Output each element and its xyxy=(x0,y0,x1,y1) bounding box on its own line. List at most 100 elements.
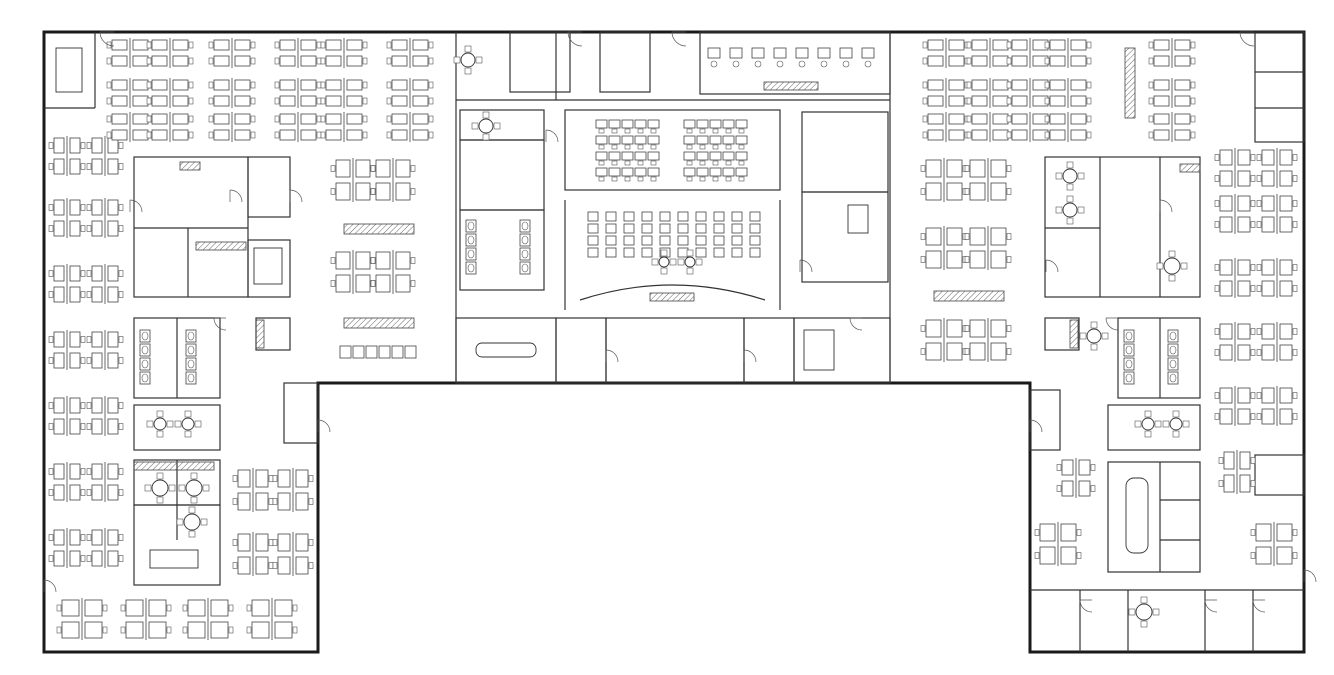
round-table xyxy=(471,111,501,141)
chair-icon xyxy=(1044,97,1050,105)
chair-icon xyxy=(1006,233,1012,240)
restroom-fixture-icon xyxy=(141,331,149,341)
chair-icon xyxy=(428,131,434,139)
desk-icon xyxy=(234,95,251,107)
desk-icon xyxy=(234,55,251,67)
desk-icon xyxy=(861,47,875,59)
chair-icon xyxy=(1066,161,1074,169)
chair-icon xyxy=(250,57,256,65)
restroom-fixture-icon xyxy=(521,235,529,245)
desk-icon xyxy=(125,621,144,639)
door-swing-icon xyxy=(743,349,757,363)
chair-icon xyxy=(1250,457,1256,464)
chair-icon xyxy=(920,348,926,355)
restroom-fixture-icon xyxy=(1169,373,1177,383)
chair-icon xyxy=(320,57,326,65)
chair-icon xyxy=(699,176,706,182)
chair-icon xyxy=(624,128,631,134)
door-swing-icon xyxy=(99,31,115,47)
chair-icon xyxy=(308,562,314,569)
workstation-cluster xyxy=(1148,38,1196,68)
chair-icon xyxy=(168,484,176,492)
workstation-cluster xyxy=(48,264,86,304)
desk-icon xyxy=(111,79,128,91)
chair-icon xyxy=(86,291,92,298)
desk-icon xyxy=(69,397,81,414)
restroom-fixture-icon xyxy=(187,359,195,369)
chair-icon xyxy=(268,539,274,546)
desk-icon xyxy=(234,113,251,125)
chair-icon xyxy=(738,144,745,150)
chair-icon xyxy=(188,131,194,139)
desk-icon xyxy=(1219,195,1233,212)
desk-icon xyxy=(709,151,722,161)
desk-icon xyxy=(53,286,65,303)
chair-icon xyxy=(190,496,198,504)
workstation-cluster xyxy=(1044,38,1092,68)
chair-icon xyxy=(48,423,54,430)
workstation-cluster xyxy=(386,112,434,142)
chair-icon xyxy=(48,402,54,409)
workstation-cluster xyxy=(920,226,968,270)
workstation-cluster xyxy=(1214,194,1256,234)
chair-icon xyxy=(1292,328,1298,335)
desk-icon xyxy=(107,331,119,348)
chair-icon xyxy=(1256,200,1262,207)
chair-icon xyxy=(1250,552,1256,559)
chair-icon xyxy=(1006,115,1012,123)
desk-icon xyxy=(990,182,1007,201)
chair-icon xyxy=(1006,57,1012,65)
workstation-cluster xyxy=(1214,386,1256,426)
chair-icon xyxy=(637,176,644,182)
conference-table-icon xyxy=(803,329,835,371)
round-table xyxy=(176,506,208,538)
workstation-cluster xyxy=(330,158,376,202)
chair-icon xyxy=(80,357,86,364)
desk-icon xyxy=(335,251,351,270)
desk-icon xyxy=(391,113,408,125)
desk-icon xyxy=(992,113,1009,125)
desk-icon xyxy=(1237,344,1251,361)
desk-icon xyxy=(151,55,168,67)
desk-icon xyxy=(391,95,408,107)
desk-icon xyxy=(1174,95,1191,107)
chair-icon xyxy=(48,336,54,343)
desk-icon xyxy=(925,342,942,361)
desk-icon xyxy=(1174,113,1191,125)
workstation-cluster xyxy=(208,38,256,68)
desk-icon xyxy=(91,352,103,369)
chair-icon xyxy=(1250,221,1256,228)
desk-icon xyxy=(255,556,269,575)
chair-icon xyxy=(48,357,54,364)
chair-icon xyxy=(650,160,657,166)
chair-icon xyxy=(686,128,693,134)
desk-icon xyxy=(927,129,944,141)
desk-icon xyxy=(587,247,599,258)
chair-icon xyxy=(188,57,194,65)
chair-icon xyxy=(156,472,164,480)
desk-icon xyxy=(946,250,963,269)
desk-icon xyxy=(325,39,342,51)
chair-icon xyxy=(106,81,112,89)
door-swing-icon xyxy=(1045,259,1059,273)
desk-icon xyxy=(683,151,696,161)
chair-icon xyxy=(1250,200,1256,207)
chair-icon xyxy=(598,144,605,150)
desk-icon xyxy=(595,119,608,129)
chair-icon xyxy=(1140,620,1148,628)
workstation-cluster xyxy=(320,112,368,142)
desk-icon xyxy=(839,47,853,59)
chair-icon xyxy=(966,97,972,105)
desk-icon xyxy=(722,135,735,145)
round-table xyxy=(1162,410,1190,438)
chair-icon xyxy=(1144,410,1152,418)
chair-icon xyxy=(1006,188,1012,195)
desk-icon xyxy=(1276,546,1293,565)
desk-icon xyxy=(375,182,391,201)
desk-icon xyxy=(948,95,965,107)
chair-icon xyxy=(48,291,54,298)
desk-icon xyxy=(731,247,743,258)
desk-icon xyxy=(707,47,721,59)
desk-icon xyxy=(608,151,621,161)
desk-icon xyxy=(255,469,269,488)
